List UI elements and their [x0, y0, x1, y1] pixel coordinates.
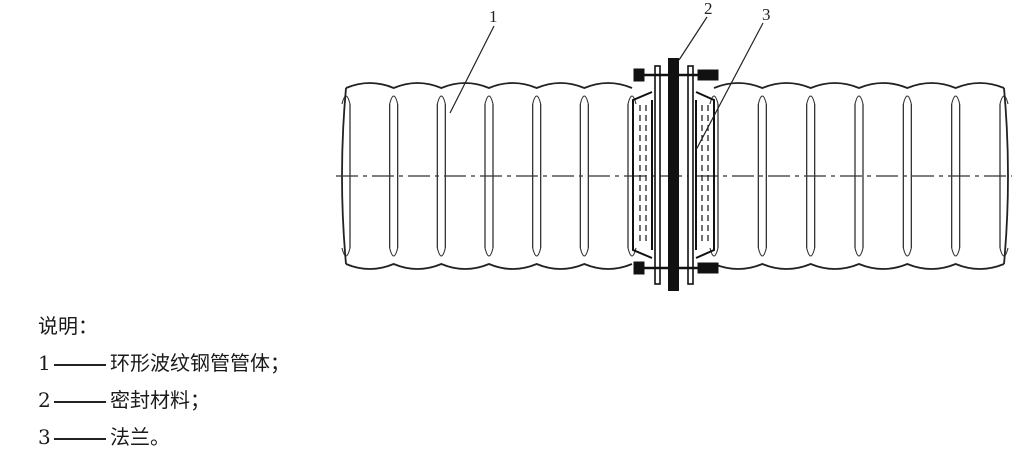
corrugation-valley: [484, 95, 494, 105]
callout-1: 1: [489, 7, 498, 26]
corrugation-profile: [345, 82, 633, 89]
legend-item-number: 2: [38, 388, 51, 412]
legend-item-text: 密封材料；: [110, 388, 210, 412]
corrugation-profile: [713, 82, 1005, 89]
legend-item-text: 法兰。: [110, 425, 170, 449]
corrugation-valley: [389, 247, 399, 257]
corrugation-valley: [757, 95, 767, 105]
legend-item-number: 3: [38, 425, 51, 449]
corrugation-valley: [627, 95, 637, 105]
corrugation-valley: [532, 247, 542, 257]
corrugation-valley: [902, 247, 912, 257]
corrugation-valley: [436, 95, 446, 105]
corrugation-valley: [579, 247, 589, 257]
corrugation-profile: [345, 263, 633, 270]
leader-1: [449, 25, 495, 114]
corrugation-valley: [757, 247, 767, 257]
legend: 说明： 1 环形波纹钢管管体； 2 密封材料； 3 法兰。: [38, 307, 290, 456]
corrugation-valley: [806, 95, 816, 105]
corrugation-valley: [532, 95, 542, 105]
corrugation-valley: [436, 247, 446, 257]
corrugation-valley: [854, 95, 864, 105]
pipe-joint-diagram: 1 2 3: [336, 0, 1012, 291]
legend-dash: [54, 363, 106, 366]
legend-item-number: 1: [38, 351, 51, 375]
corrugation-valley: [902, 95, 912, 105]
leader-3: [695, 22, 764, 151]
legend-title: 说明：: [38, 314, 98, 338]
leader-lines: [449, 16, 764, 151]
callout-3: 3: [762, 5, 771, 24]
pipe-end-cap: [1003, 87, 1009, 265]
legend-item-1: 1 环形波纹钢管管体；: [38, 345, 290, 382]
leader-2: [678, 16, 708, 61]
sealing-gasket: [668, 58, 679, 291]
corrugation-valley: [709, 95, 719, 105]
corrugation-valley: [854, 247, 864, 257]
legend-dash: [54, 400, 106, 403]
corrugation-valley: [806, 247, 816, 257]
corrugation-valley: [951, 247, 961, 257]
legend-item-3: 3 法兰。: [38, 419, 290, 456]
callout-2: 2: [704, 0, 713, 18]
corrugation-valley: [709, 247, 719, 257]
legend-item-2: 2 密封材料；: [38, 382, 290, 419]
legend-item-text: 环形波纹钢管管体；: [110, 351, 290, 375]
corrugation-valley: [484, 247, 494, 257]
corrugation-valley: [389, 95, 399, 105]
corrugation-profile: [713, 263, 1005, 270]
corrugation-valley: [951, 95, 961, 105]
corrugation-valley: [579, 95, 589, 105]
legend-dash: [54, 437, 106, 440]
